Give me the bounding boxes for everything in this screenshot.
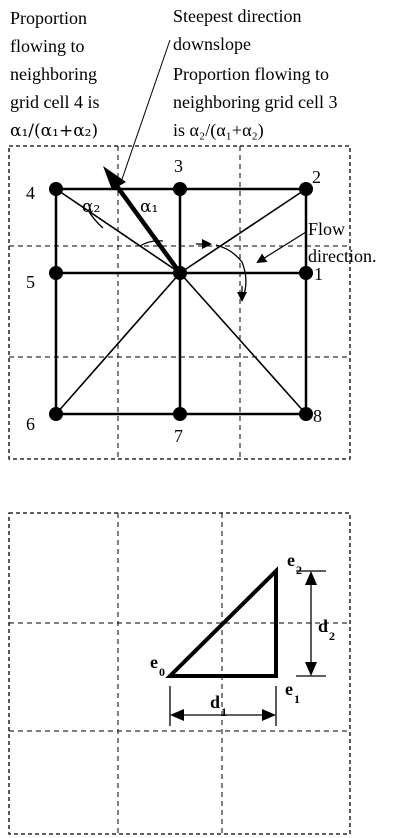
annotation-steepest: Steepest direction downslope bbox=[173, 6, 301, 54]
alpha2-label: α₂ bbox=[82, 197, 100, 217]
steepest-direction-shaft bbox=[109, 176, 182, 275]
annotation-right-line-2: neighboring grid cell 3 bbox=[173, 92, 337, 112]
node-4 bbox=[49, 182, 63, 196]
annotation-right: Proportion flowing to neighboring grid c… bbox=[173, 64, 337, 141]
node-2 bbox=[299, 182, 313, 196]
nodes bbox=[49, 182, 313, 421]
annotation-left-line-5: α₁/(α₁+α₂) bbox=[10, 121, 98, 141]
annotation-flow: Flow direction. bbox=[308, 219, 376, 266]
node-label-3: 3 bbox=[174, 156, 183, 176]
annotation-steepest-line-1: Steepest direction bbox=[173, 6, 301, 26]
annotation-flow-line-1: Flow bbox=[308, 219, 345, 239]
annotation-steepest-line-2: downslope bbox=[173, 34, 251, 54]
e2-label: e2 bbox=[287, 550, 302, 577]
node-label-8: 8 bbox=[313, 406, 322, 426]
annotation-left-line-4: grid cell 4 is bbox=[10, 92, 99, 112]
e0-label: e0 bbox=[150, 652, 165, 679]
node-label-1: 1 bbox=[314, 264, 323, 284]
bottom-diagram: e0 e1 e2 d1 d2 bbox=[8, 512, 351, 835]
node-label-7: 7 bbox=[174, 426, 183, 446]
steepest-leader-line bbox=[119, 39, 171, 186]
node-label-4: 4 bbox=[26, 183, 35, 203]
top-diagram: 2 3 4 5 1 6 7 8 α₁ α₂ Proportion flowing… bbox=[8, 6, 376, 460]
annotation-right-line-3: is α₂/(α₁+α₂) bbox=[173, 120, 264, 141]
annotation-right-line-1: Proportion flowing to bbox=[173, 64, 329, 84]
bottom-grid-frame bbox=[8, 512, 351, 835]
top-grid-frame bbox=[8, 145, 351, 460]
cardinal-lines bbox=[56, 189, 306, 414]
annotation-left: Proportion flowing to neighboring grid c… bbox=[10, 8, 99, 141]
d2-arrow-top bbox=[305, 571, 317, 585]
d1-arrow-right bbox=[262, 709, 276, 721]
alpha1-label: α₁ bbox=[140, 197, 158, 217]
node-center bbox=[173, 266, 187, 280]
node-7 bbox=[173, 407, 187, 421]
flow-leader-arrow bbox=[256, 231, 307, 264]
d2-label: d2 bbox=[318, 616, 335, 643]
annotation-left-line-2: flowing to bbox=[10, 36, 85, 56]
flow-arc-upper bbox=[215, 244, 245, 269]
node-label-2: 2 bbox=[312, 167, 321, 187]
e1-label: e1 bbox=[285, 679, 300, 706]
node-label-5: 5 bbox=[26, 272, 35, 292]
node-label-6: 6 bbox=[26, 414, 35, 434]
node-8 bbox=[299, 407, 313, 421]
facet-triangle bbox=[165, 566, 278, 678]
radial-lines bbox=[55, 188, 307, 415]
node-6 bbox=[49, 407, 63, 421]
node-1 bbox=[299, 266, 313, 280]
d1-arrow-left bbox=[170, 709, 184, 721]
annotation-left-line-1: Proportion bbox=[10, 8, 87, 28]
annotation-flow-line-2: direction. bbox=[308, 246, 376, 266]
alpha1-arc bbox=[139, 240, 164, 247]
d2-arrow-bottom bbox=[305, 662, 317, 676]
node-3 bbox=[173, 182, 187, 196]
node-5 bbox=[49, 266, 63, 280]
annotation-left-line-3: neighboring bbox=[10, 64, 97, 84]
alpha2-arc bbox=[87, 209, 104, 229]
d1-label: d1 bbox=[210, 692, 227, 719]
